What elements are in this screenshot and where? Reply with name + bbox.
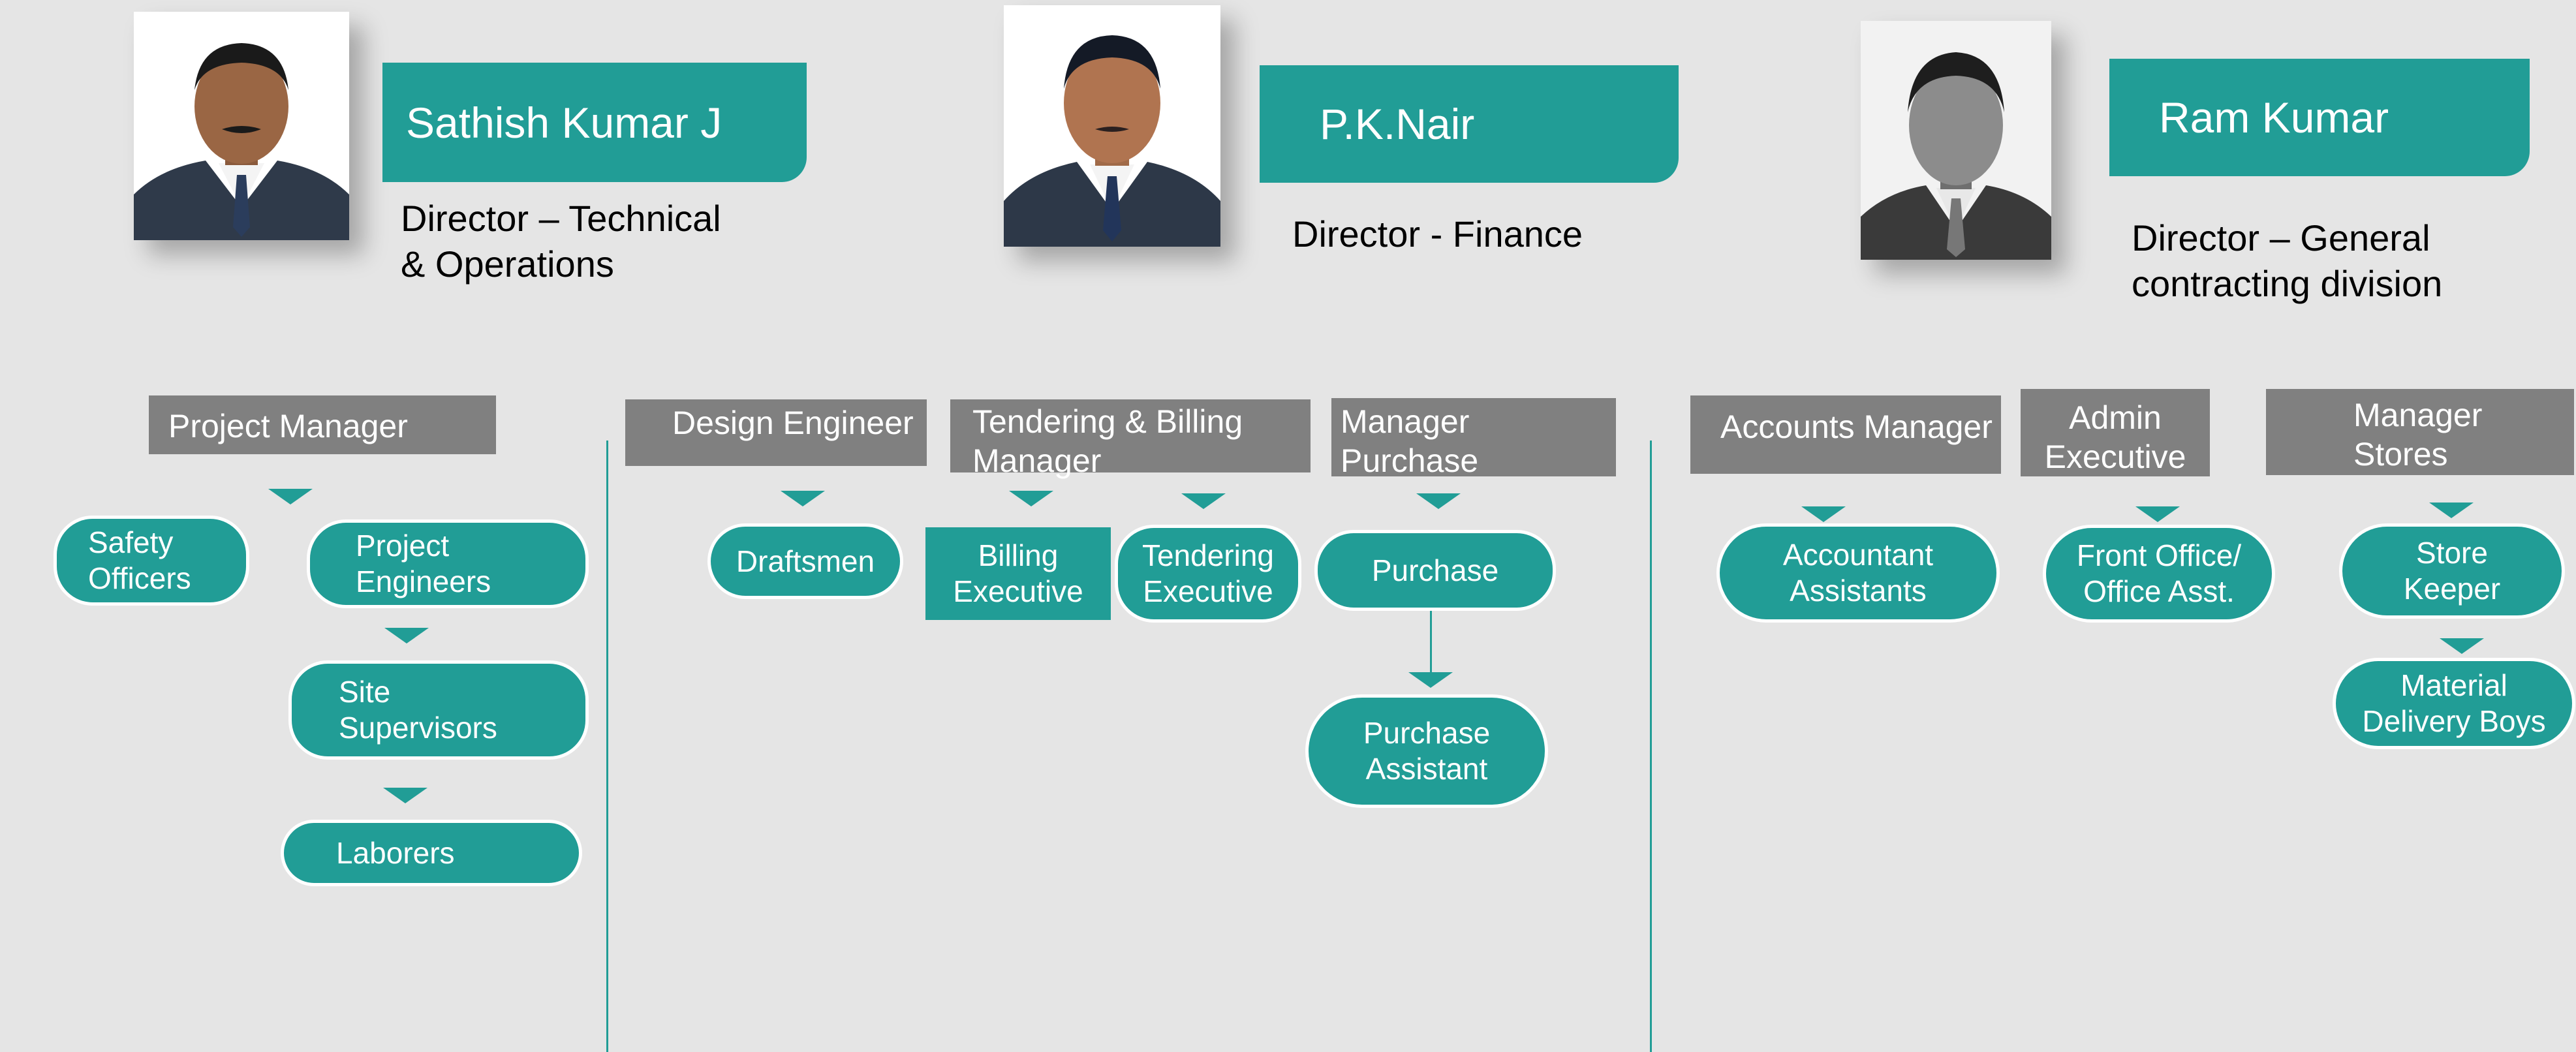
arrow-down-icon [1408,672,1453,688]
director-title: Director – Technical & Operations [401,198,721,285]
arrow-down-icon [781,491,825,506]
director-title: Director – General contracting division [2132,217,2443,304]
portrait-icon [134,12,349,240]
section-divider [1650,441,1652,1052]
design-engineer-box: Design Engineer [625,399,927,466]
section-divider [606,441,608,1052]
arrow-down-icon [1181,493,1226,509]
portrait-icon [1861,21,2051,260]
arrow-down-icon [1801,506,1846,522]
purchase-node: Purchase [1314,530,1556,611]
director-name-banner: P.K.Nair [1260,65,1679,183]
director-name: P.K.Nair [1320,100,1475,148]
accounts-manager-box: Accounts Manager [1690,395,2001,474]
admin-executive-box: Admin Executive [2021,389,2210,476]
director-name-banner: Ram Kumar [2109,59,2530,176]
manager-purchase-box: Manager Purchase [1331,398,1616,479]
connector-line [1430,608,1432,672]
tendering-billing-manager-box: Tendering & Billing Manager [950,399,1311,479]
arrow-down-icon [383,788,427,803]
director-title: Director - Finance [1292,213,1583,255]
arrow-down-icon [1009,491,1053,506]
director-photo-sathish [134,12,349,240]
front-office-node: Front Office/Office Asst. [2043,525,2275,623]
manager-stores-box: Manager Stores [2266,389,2574,475]
director-photo-ram [1861,21,2051,260]
project-manager-box: Project Manager [149,395,496,454]
arrow-down-icon [2429,503,2474,518]
laborers-node: Laborers [281,820,582,886]
arrow-down-icon [268,489,313,504]
draftsmen-node: Draftsmen [707,523,903,599]
arrow-down-icon [2440,638,2484,654]
director-name: Sathish Kumar J [406,98,722,147]
arrow-down-icon [2135,506,2180,522]
portrait-icon [1004,5,1220,247]
director-photo-nair [1004,5,1220,247]
arrow-down-icon [1416,493,1461,509]
arrow-down-icon [384,628,429,643]
director-name-banner: Sathish Kumar J [382,63,807,182]
director-name: Ram Kumar [2159,93,2389,142]
